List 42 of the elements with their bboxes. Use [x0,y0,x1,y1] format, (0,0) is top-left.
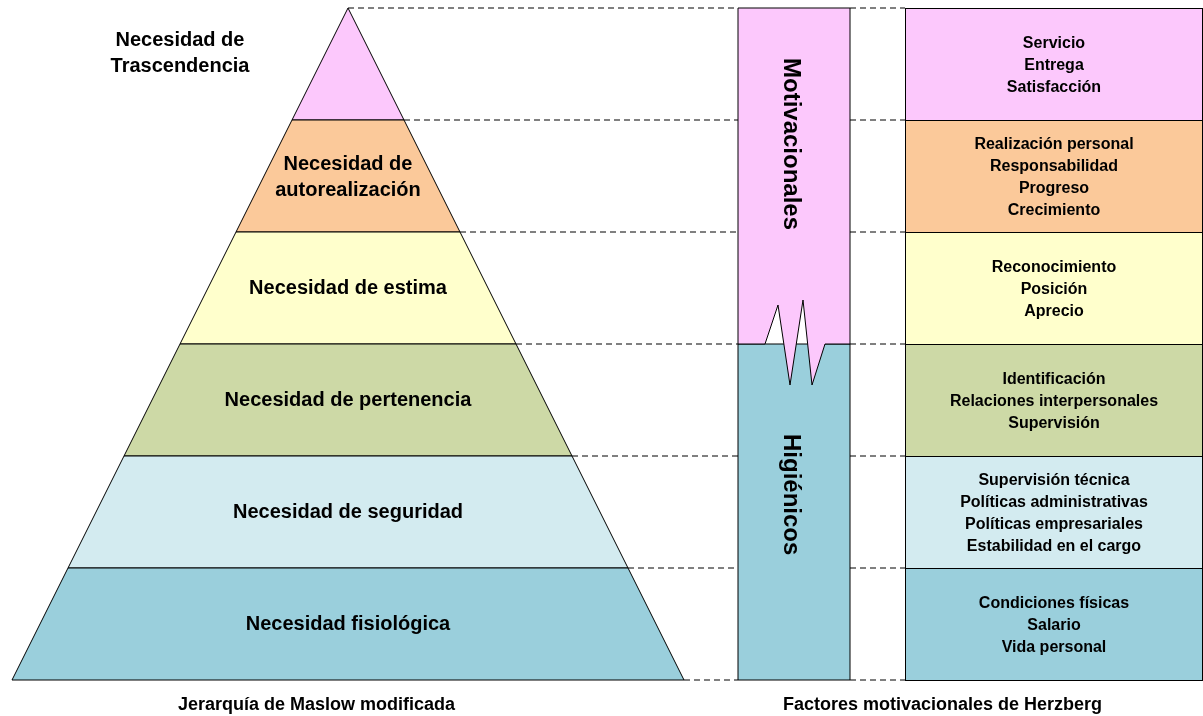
factor-item: Supervisión [1008,412,1100,433]
band-label: Higiénicos [778,434,806,556]
caption: Jerarquía de Maslow modificada [178,694,456,715]
level-label: Necesidad de seguridad [231,499,465,524]
factor-item: Servicio [1022,32,1086,53]
factor-item: Identificación [1002,368,1106,389]
factor-box [905,8,1203,121]
factor-box [905,120,1203,233]
level-label: Necesidad de estima [248,275,448,300]
factor-item: Crecimiento [1007,199,1101,220]
pyramid-level [124,344,574,456]
caption: Factores motivacionales de Herzberg [783,694,1103,715]
factor-item: Relaciones interpersonales [949,390,1159,411]
factor-item: Posición [1020,278,1088,299]
band-label: Motivacionales [778,58,806,231]
factor-band [738,344,850,680]
level-label: Necesidad de pertenencia [223,387,473,412]
factor-item: Salario [1027,614,1081,635]
pyramid-level [12,568,686,680]
level-label: Necesidad fisiológica [244,611,452,636]
factor-item: Políticas administrativas [960,491,1148,512]
level-label: Necesidad de autorealización [274,151,422,202]
factor-box [905,456,1203,569]
factor-box [905,568,1203,681]
factor-item: Vida personal [1001,636,1107,657]
factor-item: Entrega [1024,54,1084,75]
factor-item: Aprecio [1024,300,1084,321]
factor-box [905,232,1203,345]
factor-item: Condiciones físicas [978,592,1130,613]
pyramid-level [236,120,462,232]
factor-item: Reconocimiento [991,256,1117,277]
factor-box [905,344,1203,457]
pyramid-level [180,232,518,344]
factor-item: Satisfacción [1006,76,1102,97]
factor-item: Responsabilidad [990,155,1118,176]
factor-item: Progreso [1018,177,1090,198]
factor-item: Estabilidad en el cargo [966,535,1142,556]
pyramid-level [68,456,630,568]
factor-item: Supervisión técnica [978,469,1130,490]
level-label: Necesidad de Trascendencia [110,27,250,78]
factor-item: Políticas empresariales [965,513,1143,534]
factor-item: Realización personal [974,133,1134,154]
